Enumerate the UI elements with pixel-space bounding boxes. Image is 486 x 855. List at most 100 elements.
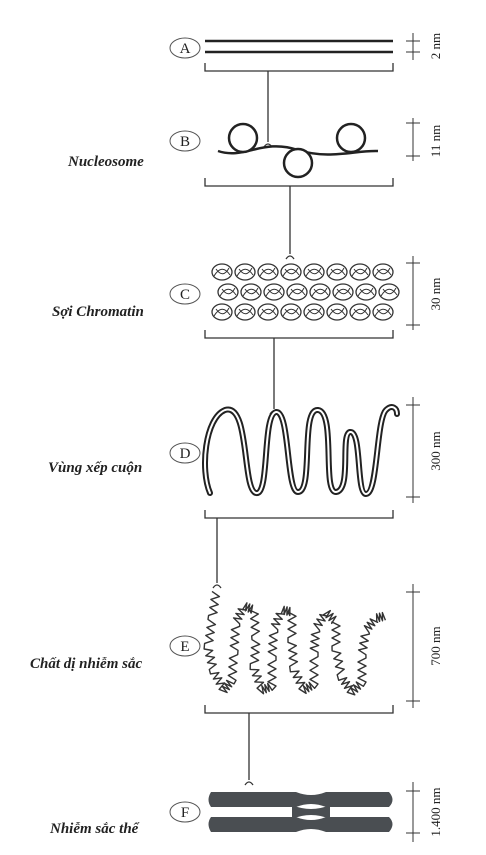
level-e-letter: E	[180, 639, 189, 655]
chromatin-fiber-30nm	[211, 263, 400, 321]
fiber-wrap-line	[305, 267, 323, 277]
fiber-nucleosome	[240, 283, 262, 301]
fiber-nucleosome	[286, 283, 308, 301]
level-e-bracket	[204, 705, 394, 714]
fiber-nucleosome	[303, 303, 325, 321]
level-f-size: 1.400 nm	[428, 787, 443, 836]
nucleosome-bead	[335, 122, 367, 154]
fiber-wrap-line	[236, 307, 254, 317]
level-d-badge	[169, 442, 201, 464]
level-c-bracket	[204, 330, 394, 339]
fiber-nucleosome	[303, 263, 325, 281]
level-a-size: 2 nm	[428, 33, 443, 59]
level-a-bracket	[204, 63, 394, 72]
level-c-scale	[406, 256, 420, 330]
level-e-name: Chất dị nhiễm sắc	[30, 656, 142, 672]
level-a-letter: A	[180, 41, 191, 57]
level-f-letter: F	[181, 805, 189, 821]
level-b-badge	[169, 130, 201, 152]
fiber-nucleosome	[217, 283, 239, 301]
level-d-size: 300 nm	[428, 431, 443, 470]
level-c-size: 30 nm	[428, 278, 443, 311]
fiber-nucleosome	[234, 263, 256, 281]
fiber-wrap-line	[242, 287, 260, 297]
fiber-wrap-line	[282, 307, 300, 317]
fiber-nucleosome	[326, 263, 348, 281]
nucleosome-bead	[227, 122, 259, 154]
level-f-badge	[169, 801, 201, 823]
nucleosome-bead	[282, 147, 314, 179]
fiber-nucleosome	[378, 283, 400, 301]
level-c-badge	[169, 283, 201, 305]
level-b: B Nucleosome 11 nm	[67, 118, 443, 187]
level-d-bracket	[204, 510, 394, 519]
level-b-bracket	[204, 178, 394, 187]
connector-d-e	[212, 518, 222, 589]
fiber-wrap-line	[374, 267, 392, 277]
fiber-wrap-line	[282, 267, 300, 277]
metaphase-chromosome	[208, 792, 393, 832]
fiber-wrap-line	[328, 267, 346, 277]
fiber-wrap-line	[351, 307, 369, 317]
fiber-wrap-line	[288, 287, 306, 297]
level-b-scale	[406, 118, 420, 161]
fiber-wrap-line	[328, 307, 346, 317]
fiber-wrap-line	[265, 287, 283, 297]
level-b-name: Nucleosome	[67, 154, 144, 170]
level-a-scale	[406, 33, 420, 60]
fiber-wrap-line	[311, 287, 329, 297]
fiber-nucleosome	[349, 263, 371, 281]
fiber-nucleosome	[211, 303, 233, 321]
fiber-nucleosome	[263, 283, 285, 301]
fiber-nucleosome	[355, 283, 377, 301]
fiber-nucleosome	[257, 303, 279, 321]
level-d-scale	[406, 397, 420, 503]
coil-path	[203, 590, 387, 696]
fiber-nucleosome	[234, 303, 256, 321]
connector-b-c	[285, 186, 295, 260]
level-c: C Sợi Chromatin 30 nm	[52, 256, 443, 339]
level-a: A 2 nm	[169, 33, 443, 72]
fiber-wrap-line	[236, 267, 254, 277]
fiber-wrap-line	[334, 287, 352, 297]
level-d: D Vùng xếp cuộn 300 nm	[48, 397, 443, 519]
connector-c-d	[269, 338, 279, 415]
looped-domain-fiber	[202, 404, 400, 498]
level-f-name: Nhiễm sắc thể	[49, 821, 140, 837]
connector-a-b	[263, 71, 273, 148]
fiber-nucleosome	[326, 303, 348, 321]
fiber-wrap-line	[380, 287, 398, 297]
level-b-size: 11 nm	[428, 125, 443, 157]
level-c-name: Sợi Chromatin	[52, 304, 144, 320]
fiber-nucleosome	[280, 303, 302, 321]
fiber-wrap-line	[357, 287, 375, 297]
level-f-scale	[406, 782, 420, 842]
level-c-letter: C	[180, 287, 190, 303]
level-d-letter: D	[180, 446, 191, 462]
fiber-wrap-line	[259, 307, 277, 317]
fiber-nucleosome	[372, 303, 394, 321]
level-e-badge	[169, 635, 201, 657]
level-f: F Nhiễm sắc thể 1.400 nm	[49, 782, 443, 842]
level-e-size: 700 nm	[428, 626, 443, 665]
fiber-wrap-line	[213, 307, 231, 317]
fiber-wrap-line	[259, 267, 277, 277]
level-b-letter: B	[180, 134, 190, 150]
fiber-nucleosome	[211, 263, 233, 281]
level-d-name: Vùng xếp cuộn	[48, 460, 142, 476]
fiber-wrap-line	[219, 287, 237, 297]
fiber-nucleosome	[372, 263, 394, 281]
fiber-nucleosome	[332, 283, 354, 301]
connector-e-f	[244, 713, 254, 786]
level-a-badge	[169, 37, 201, 59]
level-e: E Chất dị nhiễm sắc 700 nm	[30, 584, 443, 714]
condensed-coil-fiber	[203, 590, 387, 696]
fiber-wrap-line	[213, 267, 231, 277]
fiber-nucleosome	[309, 283, 331, 301]
level-e-scale	[406, 584, 420, 708]
fiber-nucleosome	[280, 263, 302, 281]
fiber-nucleosome	[349, 303, 371, 321]
fiber-nucleosome	[257, 263, 279, 281]
fiber-wrap-line	[374, 307, 392, 317]
